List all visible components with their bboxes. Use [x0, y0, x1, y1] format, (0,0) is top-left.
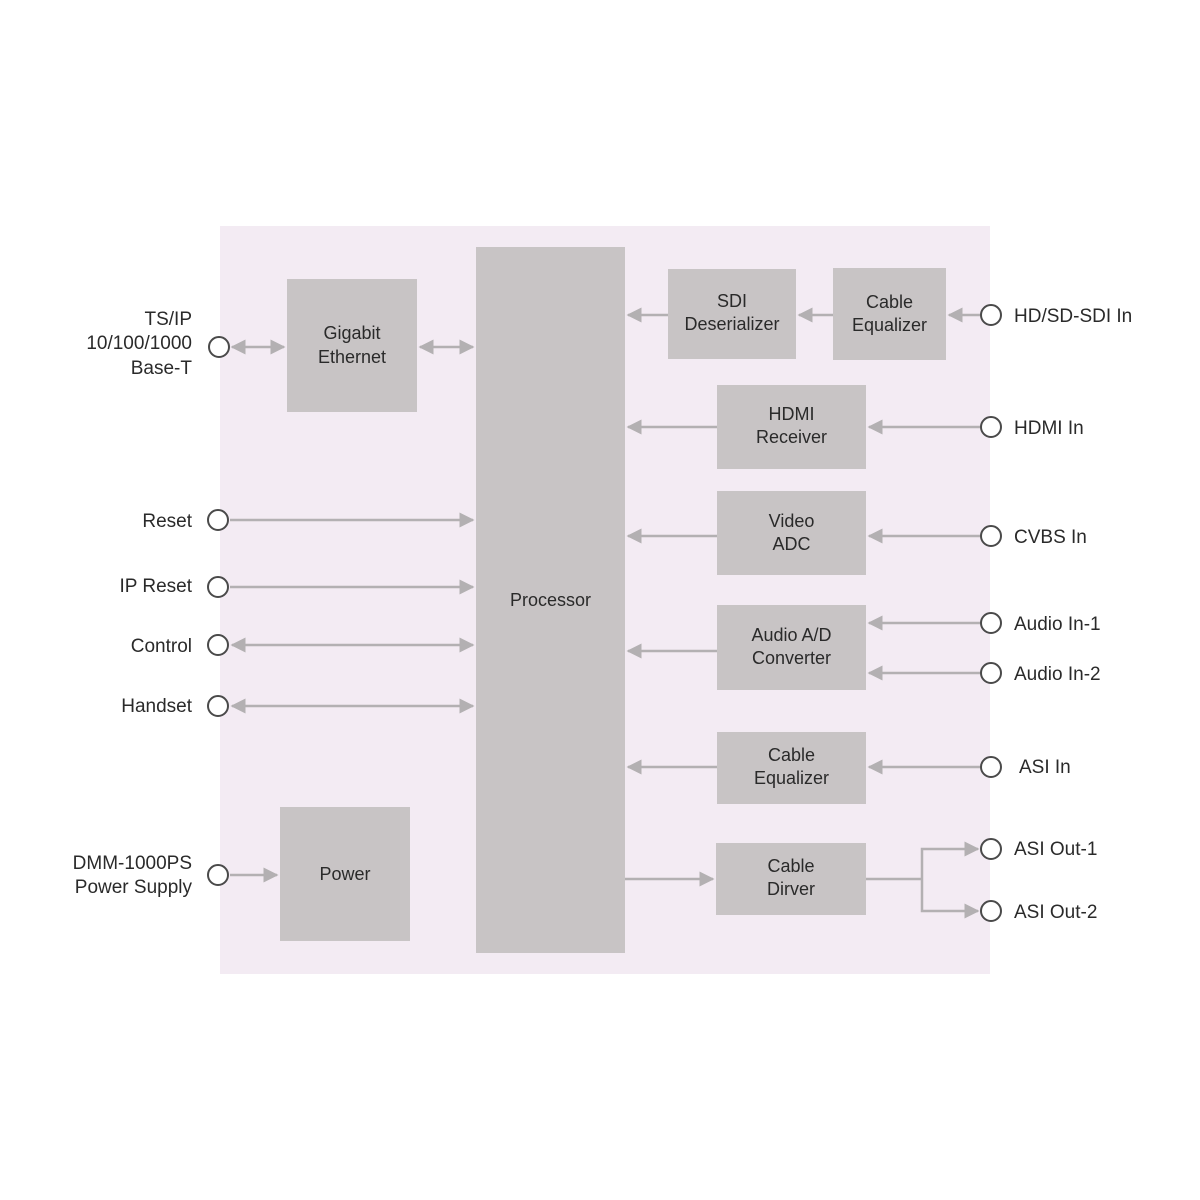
- port-handset: [207, 695, 229, 717]
- port-hdmi-in: [980, 416, 1002, 438]
- wire-asi-out-1: [920, 841, 980, 879]
- hdmi-receiver-label-2: Receiver: [756, 427, 827, 447]
- sdi-deserializer-label-1: SDI: [717, 291, 747, 311]
- label-hd-sd-sdi-in: HD/SD-SDI In: [1014, 306, 1132, 327]
- port-hd-sd-sdi-in: [980, 304, 1002, 326]
- port-ip-reset: [207, 576, 229, 598]
- sdi-deserializer-block: SDI Deserializer: [668, 269, 796, 359]
- label-asi-out-2: ASI Out-2: [1014, 902, 1097, 923]
- gigabit-ethernet-block: Gigabit Ethernet: [287, 279, 417, 412]
- video-adc-block: Video ADC: [717, 491, 866, 575]
- wire-asi-out-2: [920, 879, 980, 919]
- label-power-supply-1: DMM-1000PS: [73, 853, 192, 874]
- port-audio-in-1: [980, 612, 1002, 634]
- hdmi-receiver-label-1: HDMI: [769, 404, 815, 424]
- label-hdmi-in: HDMI In: [1014, 418, 1084, 439]
- label-tsip-1: TS/IP: [144, 309, 192, 330]
- cable-equalizer-sdi-label-1: Cable: [866, 292, 913, 312]
- cable-driver-block: Cable Dirver: [716, 843, 866, 915]
- label-power-supply-2: Power Supply: [75, 877, 193, 898]
- label-handset: Handset: [121, 696, 192, 717]
- label-audio-in-1: Audio In-1: [1014, 614, 1101, 635]
- cable-driver-label-2: Dirver: [767, 879, 815, 899]
- label-reset: Reset: [142, 511, 192, 532]
- label-tsip-3: Base-T: [131, 358, 193, 379]
- video-adc-label-1: Video: [769, 511, 815, 531]
- cable-equalizer-asi-label-2: Equalizer: [754, 768, 829, 788]
- power-label: Power: [319, 864, 370, 884]
- port-tsip: [208, 336, 230, 358]
- label-audio-in-2: Audio In-2: [1014, 664, 1101, 685]
- gigabit-ethernet-label-2: Ethernet: [318, 347, 386, 367]
- hdmi-receiver-block: HDMI Receiver: [717, 385, 866, 469]
- gigabit-ethernet-label-1: Gigabit: [323, 323, 380, 343]
- audio-converter-block: Audio A/D Converter: [717, 605, 866, 690]
- cable-equalizer-asi-block: Cable Equalizer: [717, 732, 866, 804]
- processor-label: Processor: [510, 590, 591, 610]
- processor-block: Processor: [476, 247, 625, 953]
- cable-driver-label-1: Cable: [767, 856, 814, 876]
- cable-equalizer-sdi-label-2: Equalizer: [852, 315, 927, 335]
- sdi-deserializer-label-2: Deserializer: [684, 314, 779, 334]
- port-asi-out-1: [980, 838, 1002, 860]
- port-asi-out-2: [980, 900, 1002, 922]
- port-cvbs-in: [980, 525, 1002, 547]
- video-adc-label-2: ADC: [772, 534, 810, 554]
- label-ip-reset: IP Reset: [119, 576, 192, 597]
- audio-converter-label-1: Audio A/D: [751, 625, 831, 645]
- port-control: [207, 634, 229, 656]
- port-power-supply: [207, 864, 229, 886]
- power-block: Power: [280, 807, 410, 941]
- port-reset: [207, 509, 229, 531]
- label-tsip-2: 10/100/1000: [86, 333, 192, 354]
- cable-equalizer-asi-label-1: Cable: [768, 745, 815, 765]
- label-control: Control: [131, 636, 192, 657]
- port-asi-in: [980, 756, 1002, 778]
- cable-equalizer-sdi-block: Cable Equalizer: [833, 268, 946, 360]
- label-asi-in: ASI In: [1019, 757, 1071, 778]
- port-audio-in-2: [980, 662, 1002, 684]
- label-asi-out-1: ASI Out-1: [1014, 839, 1097, 860]
- label-cvbs-in: CVBS In: [1014, 527, 1087, 548]
- audio-converter-label-2: Converter: [752, 648, 831, 668]
